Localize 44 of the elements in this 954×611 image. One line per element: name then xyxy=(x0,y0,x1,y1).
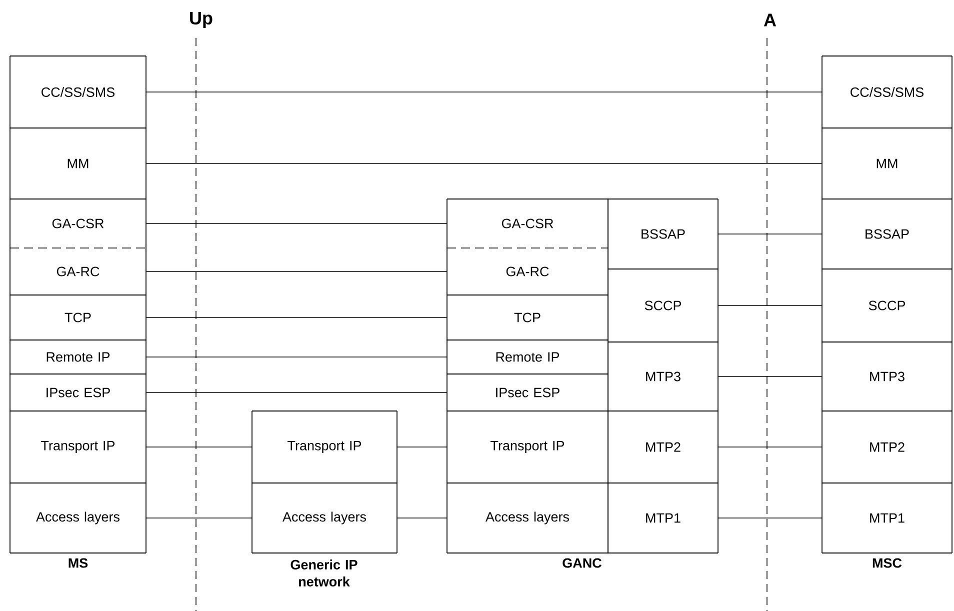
protocol-layer-box: Access layers xyxy=(252,482,398,554)
protocol-layer-box: MTP1 xyxy=(608,482,718,554)
connection-line xyxy=(146,163,822,164)
protocol-layer-box: MTP2 xyxy=(608,410,718,484)
protocol-layer-box: MTP3 xyxy=(822,342,952,412)
protocol-layer-box: SCCP xyxy=(608,268,718,342)
connection-line xyxy=(718,446,822,448)
protocol-layer-box: Remote IP xyxy=(446,340,608,374)
protocol-layer-box: BSSAP xyxy=(608,198,718,270)
protocol-layer-box: TCP xyxy=(10,294,146,340)
protocol-layer-box: SCCP xyxy=(822,268,952,342)
protocol-layer-box: CC/SS/SMS xyxy=(822,56,952,128)
connection-line xyxy=(146,271,447,272)
interface-name: Up xyxy=(190,12,212,28)
connection-line xyxy=(146,392,447,393)
column-label: GANC xyxy=(562,558,602,568)
connection-line xyxy=(146,446,252,448)
protocol-layer-box: Access layers xyxy=(10,482,146,554)
protocol-layer-box: Transport IP xyxy=(10,410,146,484)
protocol-layer-box: Remote IP xyxy=(10,340,146,374)
protocol-layer-box: GA-CSR xyxy=(446,198,608,248)
protocol-layer-box: BSSAP xyxy=(822,198,952,270)
protocol-layer-box: Transport IP xyxy=(252,410,398,484)
protocol-layer-box: MM xyxy=(10,128,146,200)
protocol-layer-box: GA-RC xyxy=(10,248,146,296)
protocol-layer-box: Access layers xyxy=(446,482,608,554)
protocol-layer-box: IPsec ESP xyxy=(10,374,146,412)
protocol-layer-box: Transport IP xyxy=(446,410,608,484)
protocol-layer-box: MTP2 xyxy=(822,410,952,484)
protocol-layer-box: CC/SS/SMS xyxy=(10,56,146,128)
protocol-layer-box: IPsec ESP xyxy=(446,374,608,412)
protocol-layer-box: MM xyxy=(822,128,952,200)
connection-line xyxy=(397,446,447,448)
connection-line xyxy=(146,223,447,224)
connection-line xyxy=(146,317,447,318)
interface-name: A xyxy=(764,14,776,26)
protocol-layer-box: GA-CSR xyxy=(10,198,146,248)
connection-line xyxy=(718,305,822,306)
protocol-layer-box: MTP3 xyxy=(608,342,718,412)
connection-line xyxy=(146,356,447,358)
protocol-layer-box: MTP1 xyxy=(822,482,952,554)
connection-line xyxy=(718,376,822,377)
protocol-layer-box: TCP xyxy=(446,294,608,340)
protocol-layer-box: GA-RC xyxy=(446,248,608,296)
